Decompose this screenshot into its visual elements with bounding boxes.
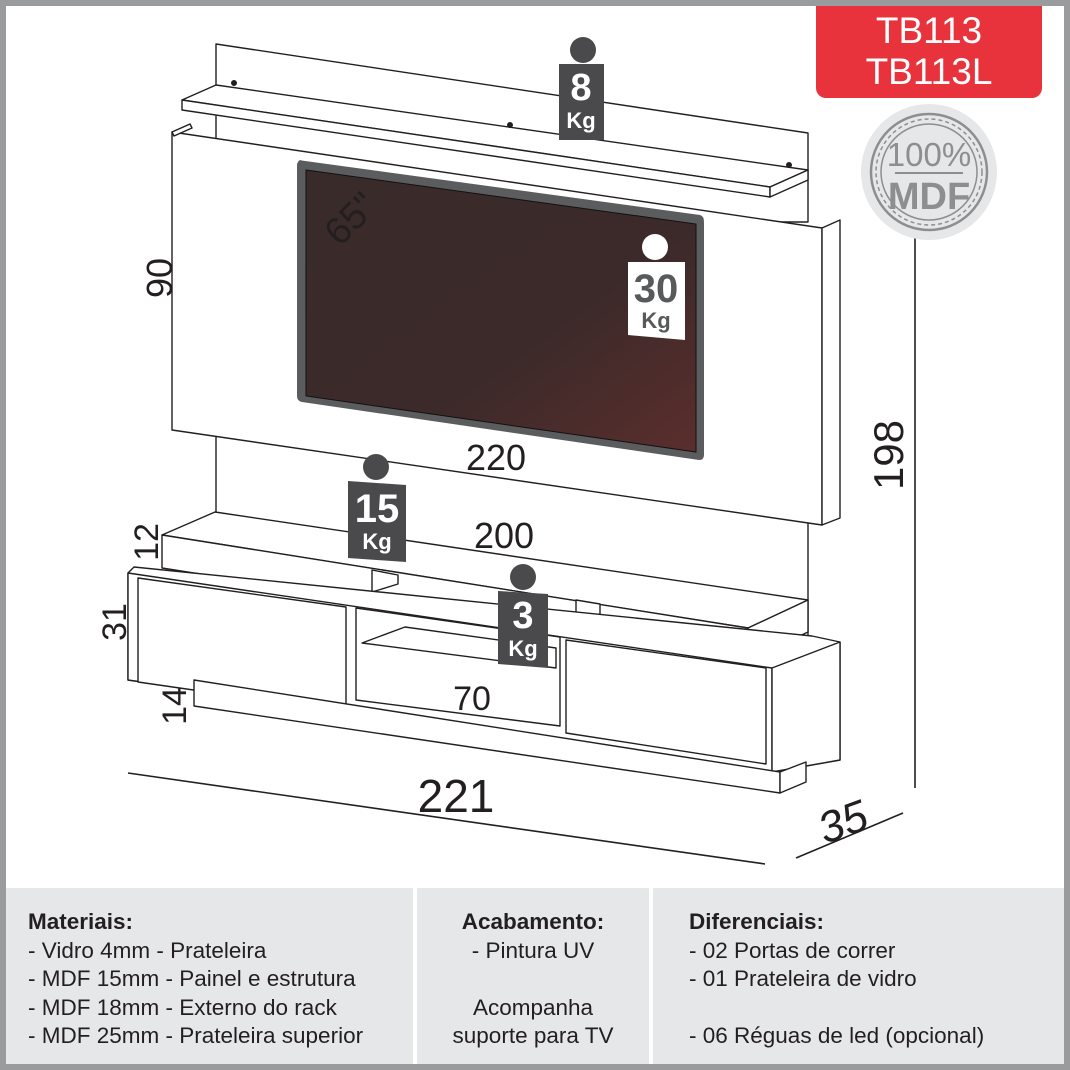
right-door — [565, 639, 767, 765]
tv: 65" — [297, 160, 704, 460]
dim-total-height: 198 — [865, 420, 912, 490]
svg-text:3: 3 — [512, 595, 533, 637]
dim-panel-width: 220 — [466, 437, 526, 478]
materials-item: - Vidro 4mm - Prateleira — [28, 937, 267, 963]
weight-tag-15kg: 15 Kg — [348, 454, 406, 562]
materials-title: Materiais: — [28, 909, 134, 934]
model-code: TB113 — [875, 10, 983, 51]
features-title: Diferenciais: — [689, 909, 825, 934]
mdf-seal-icon: 100% MDF — [861, 104, 997, 240]
finish-item: - Pintura UV — [471, 937, 595, 963]
features-item: - 01 Prateleira de vidro — [689, 966, 917, 991]
dim-panel-height: 90 — [139, 258, 180, 298]
features-item: - 02 Portas de correr — [689, 937, 896, 963]
svg-text:Kg: Kg — [508, 636, 537, 661]
svg-text:100%: 100% — [887, 136, 971, 173]
tv-support-note: suporte para TV — [452, 1023, 614, 1048]
materials-item: - MDF 25mm - Prateleira superior — [28, 1023, 364, 1048]
weight-tag-30kg: 30 Kg — [628, 234, 685, 340]
glass-shelf — [361, 626, 557, 669]
tv-support-note: Acompanha — [472, 994, 594, 1020]
materials-section: Materiais: - Vidro 4mm - Prateleira - MD… — [6, 888, 413, 1064]
model-code-alt: TB113L — [865, 51, 993, 92]
dim-shelf-height: 12 — [128, 523, 166, 561]
info-panel: Materiais: - Vidro 4mm - Prateleira - MD… — [6, 888, 1064, 1064]
svg-text:Kg: Kg — [641, 308, 670, 333]
svg-text:30: 30 — [634, 267, 679, 311]
svg-text:Kg: Kg — [566, 108, 595, 133]
materials-item: - MDF 18mm - Externo do rack — [28, 994, 337, 1020]
finish-section: Acabamento: - Pintura UV Acompanha supor… — [417, 888, 649, 1064]
dim-shelf-width: 200 — [474, 515, 534, 556]
model-badge: TB113 TB113L — [816, 6, 1042, 98]
features-item: - 06 Réguas de led (opcional) — [689, 1023, 985, 1048]
weight-tag-8kg: 8 Kg — [559, 37, 604, 140]
total-width-line — [127, 772, 766, 865]
dim-base-height: 14 — [156, 687, 194, 725]
materials-item: - MDF 15mm - Painel e estrutura — [28, 966, 356, 991]
svg-text:15: 15 — [355, 487, 400, 531]
dim-depth: 35 — [812, 791, 875, 854]
svg-text:Kg: Kg — [362, 529, 391, 554]
svg-text:8: 8 — [570, 67, 591, 109]
dim-niche-width: 70 — [453, 680, 491, 718]
dim-rack-height: 31 — [96, 603, 134, 641]
depth-line — [795, 812, 904, 859]
finish-title: Acabamento: — [461, 909, 605, 934]
svg-text:MDF: MDF — [888, 176, 970, 218]
dim-total-width: 221 — [418, 770, 495, 822]
weight-tag-3kg: 3 Kg — [498, 564, 548, 668]
features-section: Diferenciais: - 02 Portas de correr - 01… — [653, 888, 1064, 1064]
furniture-diagram: 65" 8 Kg 30 Kg 15 Kg 3 Kg 90 198 220 200… — [96, 37, 916, 865]
